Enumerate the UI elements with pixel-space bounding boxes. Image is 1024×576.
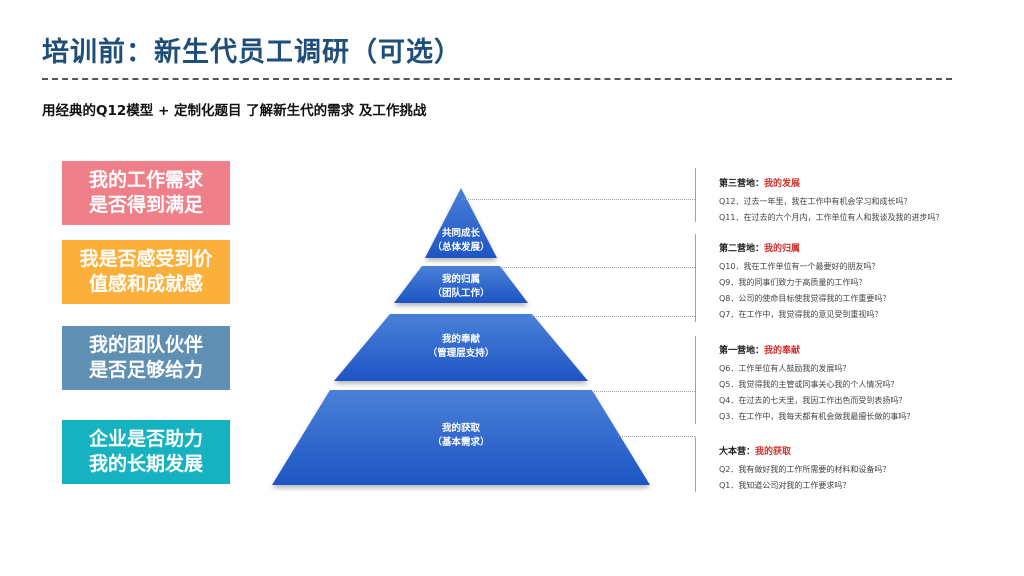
question-item: Q10．我在工作单位有一个最要好的朋友吗？ xyxy=(719,262,880,271)
group-accent: 我的奉献 xyxy=(764,346,801,356)
need-card-team-partners: 我的团队伙伴 是否足够给力 xyxy=(62,326,230,390)
tier-label: （总体发展） xyxy=(432,241,489,253)
card-line: 我的长期发展 xyxy=(88,453,203,475)
card-line: 是否得到满足 xyxy=(88,194,203,216)
tier-label: （团队工作） xyxy=(432,287,489,299)
connector-line xyxy=(462,199,695,200)
card-line: 我的团队伙伴 xyxy=(88,334,203,356)
group-accent: 我的获取 xyxy=(755,447,792,457)
group-bracket xyxy=(695,336,696,424)
pyramid-tier-contribution xyxy=(334,314,588,381)
group-heading: 大本营：我的获取 xyxy=(719,444,1009,457)
connector-line xyxy=(500,267,695,268)
question-item: Q8．公司的使命目标使我觉得我的工作重要吗？ xyxy=(719,294,891,303)
need-card-value-achievement: 我是否感受到价 值感和成就感 xyxy=(62,240,230,304)
tier-label: 共同成长 xyxy=(442,227,481,239)
connector-line xyxy=(618,436,695,437)
question-item: Q6．工作单位有人鼓励我的发展吗？ xyxy=(719,364,851,373)
card-line: 我是否感受到价 xyxy=(79,248,213,270)
tier-label: 我的奉献 xyxy=(442,333,481,345)
group-heading: 第三营地：我的发展 xyxy=(719,176,1009,189)
group-heading: 第一营地：我的奉献 xyxy=(719,343,1009,356)
group-accent: 我的归属 xyxy=(764,244,801,254)
tier-label: 我的归属 xyxy=(442,273,480,285)
question-group-basic: 大本营：我的获取 Q2．我有做好我的工作所需要的材料和设备吗？ Q1．我知道公司… xyxy=(719,444,1009,494)
tier-label: （基本需求） xyxy=(432,436,489,448)
question-item: Q1．我知道公司对我的工作要求吗？ xyxy=(719,481,851,490)
card-line: 是否足够给力 xyxy=(88,359,203,381)
need-card-work-needs: 我的工作需求 是否得到满足 xyxy=(62,161,230,225)
question-item: Q4．在过去的七天里，我因工作出色而受到表扬吗？ xyxy=(719,396,907,405)
group-prefix: 第一营地： xyxy=(719,346,765,356)
question-item: Q7．在工作中，我觉得我的意见受到重视吗？ xyxy=(719,310,883,319)
question-group-development: 第三营地：我的发展 Q12．过去一年里，我在工作中有机会学习和成长吗？ Q11．… xyxy=(719,176,1009,226)
connector-line xyxy=(592,391,695,392)
question-group-belonging: 第二营地：我的归属 Q10．我在工作单位有一个最要好的朋友吗？ Q9．我的同事们… xyxy=(719,241,1009,323)
question-group-contribution: 第一营地：我的奉献 Q6．工作单位有人鼓励我的发展吗？ Q5．我觉得我的主管或同… xyxy=(719,343,1009,425)
page-subtitle: 用经典的Q12模型 + 定制化题目 了解新生代的需求 及工作挑战 xyxy=(42,103,427,119)
card-line: 企业是否助力 xyxy=(88,428,203,450)
question-item: Q2．我有做好我的工作所需要的材料和设备吗？ xyxy=(719,465,891,474)
group-prefix: 大本营： xyxy=(719,447,756,457)
page-title: 培训前：新生代员工调研（可选） xyxy=(42,37,462,68)
group-heading: 第二营地：我的归属 xyxy=(719,241,1009,254)
connector-line xyxy=(532,316,695,317)
pyramid-tier-basic-needs xyxy=(272,390,650,485)
question-item: Q3．在工作中，我每天都有机会做我最擅长做的事吗？ xyxy=(719,412,915,421)
card-line: 值感和成就感 xyxy=(88,273,203,295)
dashed-divider xyxy=(42,78,952,80)
group-prefix: 第三营地： xyxy=(719,179,765,189)
pyramid-tier-growth xyxy=(425,188,497,258)
card-line: 我的工作需求 xyxy=(88,169,203,191)
group-bracket xyxy=(695,437,696,492)
tier-label: 我的获取 xyxy=(442,422,481,434)
question-item: Q5．我觉得我的主管或同事关心我的个人情况吗？ xyxy=(719,380,899,389)
question-item: Q11．在过去的六个月内，工作单位有人和我谈及我的进步吗？ xyxy=(719,213,944,222)
need-card-long-term-development: 企业是否助力 我的长期发展 xyxy=(62,420,230,484)
pyramid-tier-belonging xyxy=(394,266,528,303)
group-accent: 我的发展 xyxy=(764,179,801,189)
question-item: Q9．我的同事们致力于高质量的工作吗？ xyxy=(719,278,867,287)
group-bracket xyxy=(695,168,696,222)
group-bracket xyxy=(695,234,696,322)
question-item: Q12．过去一年里，我在工作中有机会学习和成长吗？ xyxy=(719,197,912,206)
tier-label: （管理层支持） xyxy=(428,347,495,359)
group-prefix: 第二营地： xyxy=(719,244,765,254)
